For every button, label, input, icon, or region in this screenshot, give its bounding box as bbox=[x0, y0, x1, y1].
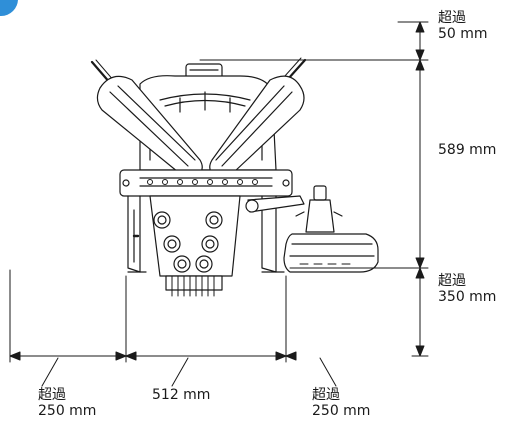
right-clearance-line2: 250 mm bbox=[312, 403, 371, 419]
top-clearance-label: 超過 50 mm bbox=[438, 10, 488, 42]
dimension-lines bbox=[9, 21, 429, 387]
rear-clearance-line2: 350 mm bbox=[438, 289, 497, 305]
right-clearance-label: 超過 250 mm bbox=[312, 387, 370, 419]
left-clearance-label: 超過 250 mm bbox=[38, 387, 96, 419]
top-clearance-line1: 超過 bbox=[438, 10, 466, 26]
left-clearance-line1: 超過 bbox=[38, 387, 66, 403]
rear-clearance-line1: 超過 bbox=[438, 273, 466, 289]
tension-knobs bbox=[153, 211, 223, 273]
right-clearance-line1: 超過 bbox=[312, 387, 340, 403]
width-line1: 512 mm bbox=[152, 387, 211, 403]
width-label: 512 mm bbox=[152, 387, 210, 403]
height-label: 589 mm bbox=[438, 142, 496, 158]
height-line1: 589 mm bbox=[438, 142, 497, 158]
embroidery-machine-illustration bbox=[90, 57, 379, 297]
left-clearance-line2: 250 mm bbox=[38, 403, 97, 419]
rear-clearance-label: 超過 350 mm bbox=[438, 273, 496, 305]
top-clearance-line2: 50 mm bbox=[438, 26, 488, 42]
